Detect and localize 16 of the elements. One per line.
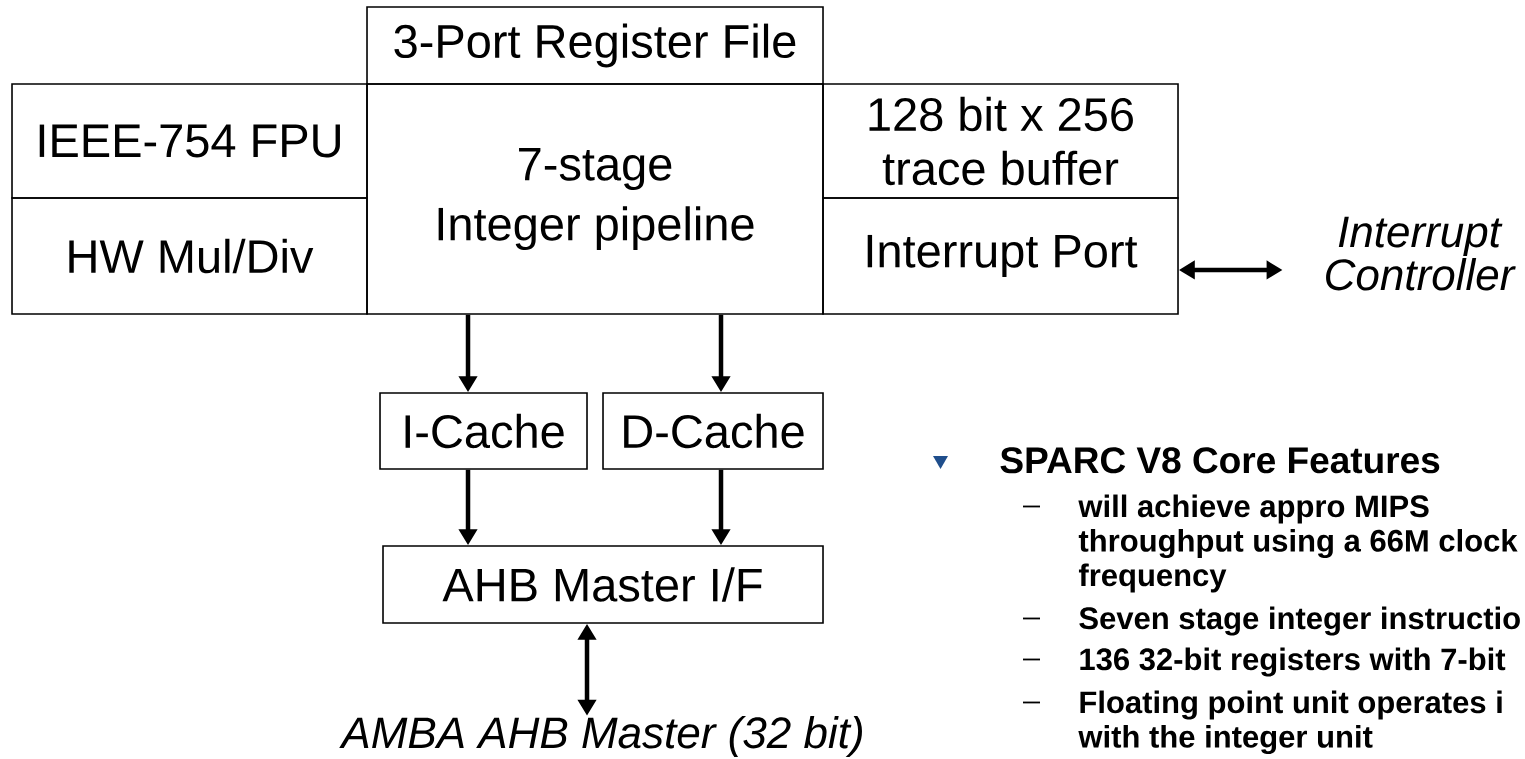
list-heading: SPARC V8 Core Features (1000, 447, 1440, 474)
block-box: HW Mul/Div (11, 197, 368, 315)
block-box: AHB Master I/F (382, 545, 824, 624)
block-box: I-Cache (379, 392, 588, 470)
block-box: 128 bit x 256 trace buffer (822, 83, 1179, 199)
block-box: Interrupt Port (822, 197, 1179, 315)
interface-label: Interrupt Controller (1326, 216, 1516, 291)
block-box: 3-Port Register File (366, 6, 824, 85)
list-item: 136 32-bit registers with 7-bit (1080, 647, 1506, 677)
block-box: 7-stage Integer pipeline (366, 83, 824, 315)
list-item: will achieve appro MIPS throughput using a 66M clock frequency (1078, 494, 1518, 593)
block-box: D-Cache (602, 392, 824, 470)
block-box: IEEE-754 FPU (11, 83, 368, 199)
list-item: Seven stage integer instructio (1079, 606, 1520, 636)
interface-label: AMBA AHB Master (32 bit) (339, 716, 862, 758)
list-item: Floating point unit operates i with the integer unit (1078, 690, 1502, 755)
